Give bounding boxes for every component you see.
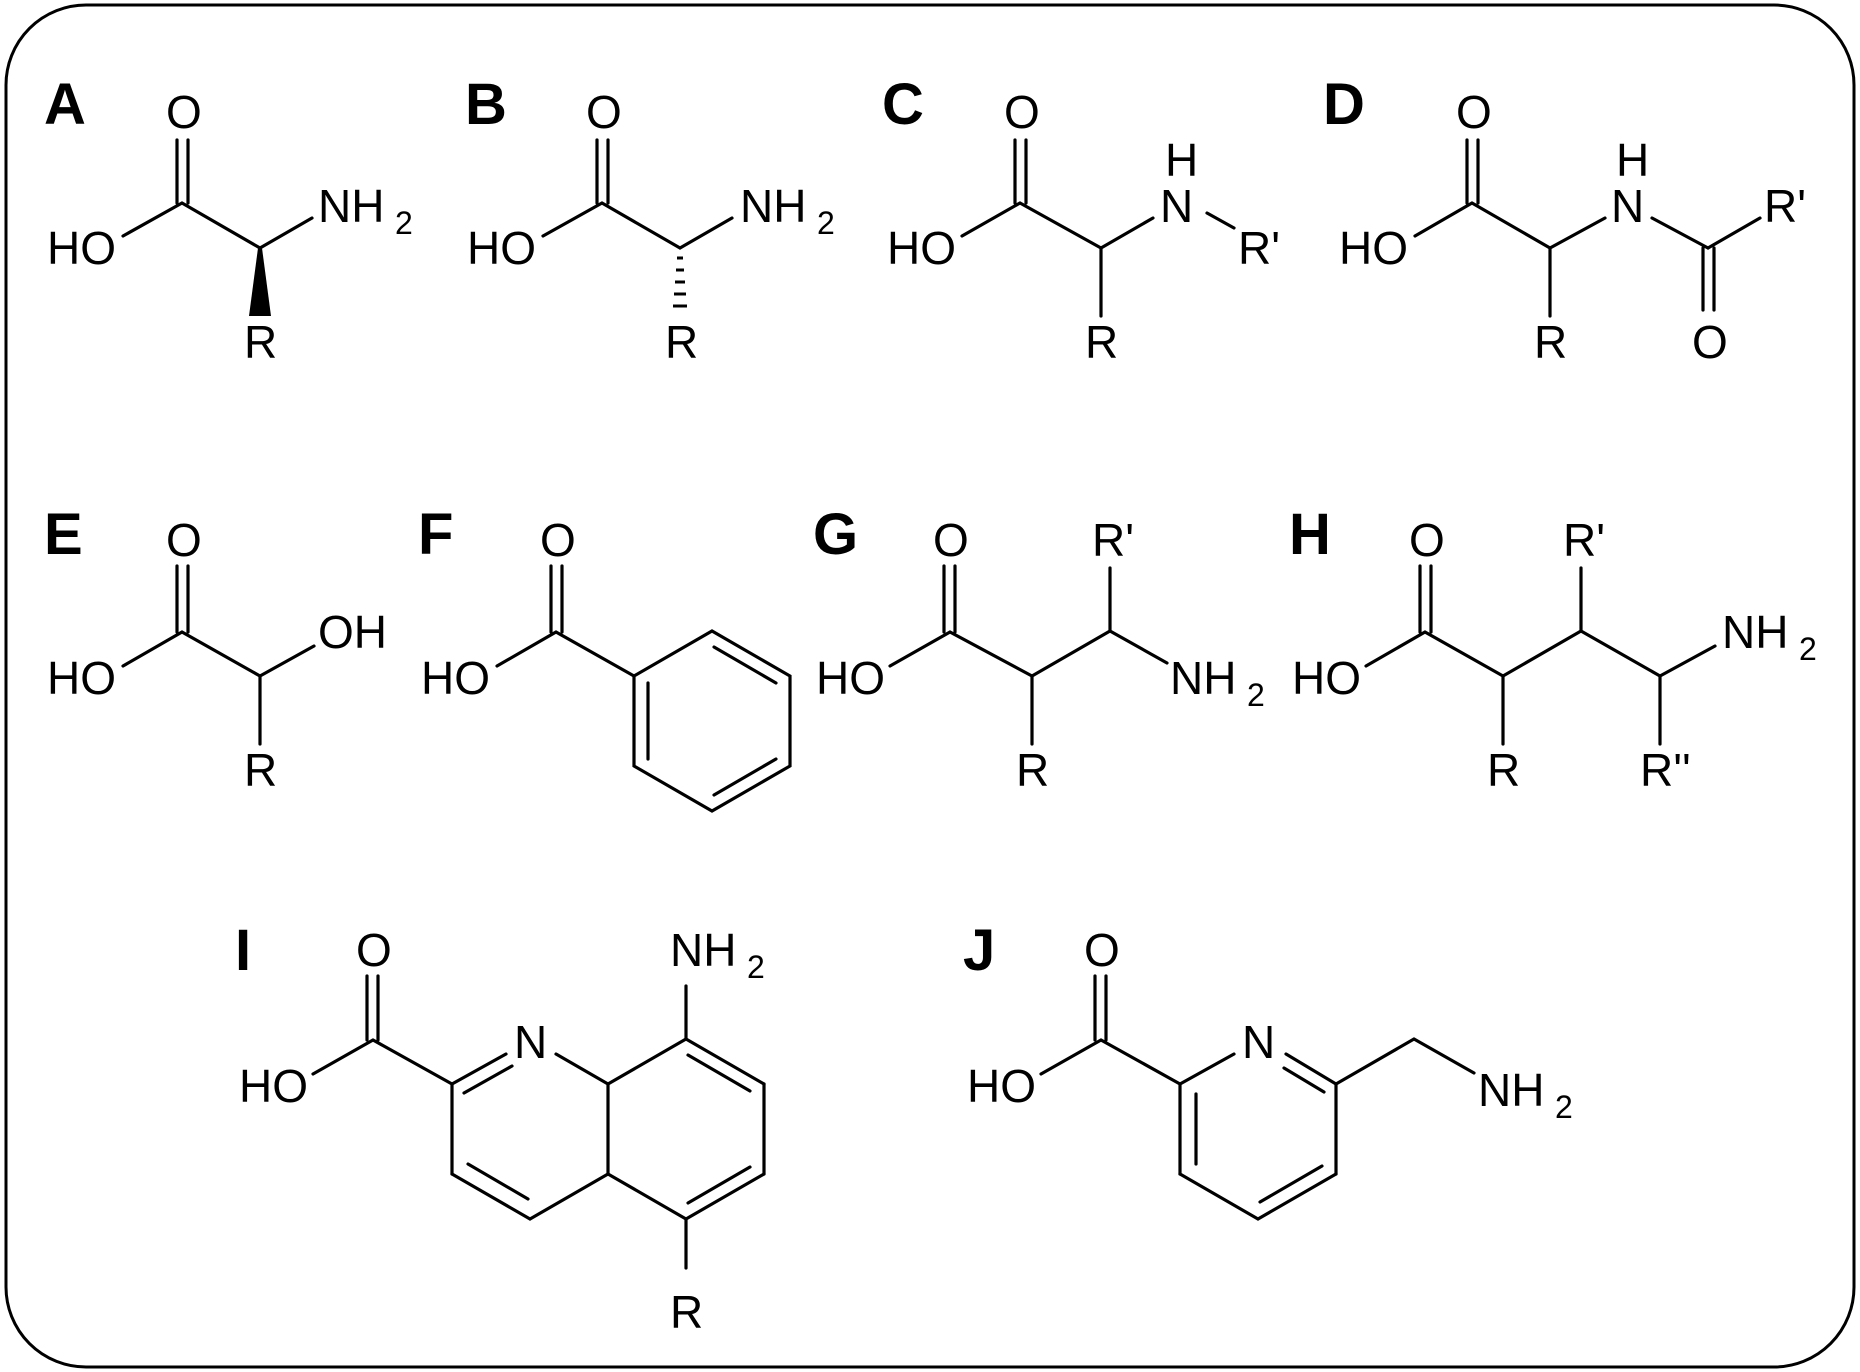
r-group-label: R <box>1016 744 1049 796</box>
r-group-label: R <box>1085 316 1118 368</box>
alcohol-label: OH <box>318 606 387 658</box>
hydroxyl-label: HO <box>816 652 885 704</box>
hydrogen-label: H <box>1616 134 1649 186</box>
panel-letter: G <box>813 502 858 567</box>
oxygen-label: O <box>1456 86 1492 138</box>
r-group-label: R <box>1534 316 1567 368</box>
hydroxyl-label: HO <box>467 222 536 274</box>
nitrogen-label: N <box>514 1016 547 1068</box>
amine-label: NH <box>318 180 384 232</box>
structure-c: C O HO H N R' R <box>882 72 1280 368</box>
r-group-label: R <box>244 744 277 796</box>
amine-label: NH <box>1170 652 1236 704</box>
subscript-label: 2 <box>1247 677 1265 713</box>
panel-letter: D <box>1323 72 1365 137</box>
benzene-ring <box>632 629 792 813</box>
amine-label: NH <box>1722 606 1788 658</box>
hydroxyl-label: HO <box>239 1060 308 1112</box>
structure-d: D O HO H N R' O R <box>1323 72 1806 368</box>
rounded-frame <box>4 3 1856 1369</box>
nitrogen-label: N <box>1160 180 1193 232</box>
hydroxyl-label: HO <box>421 652 490 704</box>
panel-letter: H <box>1289 502 1331 567</box>
subscript-label: 2 <box>817 205 835 241</box>
r-double-prime-label: R'' <box>1640 744 1691 796</box>
panel-letter: J <box>963 918 995 983</box>
oxygen-label: O <box>356 924 392 976</box>
subscript-label: 2 <box>1799 631 1817 667</box>
panel-letter: E <box>44 502 83 567</box>
structure-i: I O HO N NH 2 R <box>235 918 766 1338</box>
panel-letter: A <box>44 72 86 137</box>
r-group-label: R <box>665 316 698 368</box>
r-prime-label: R' <box>1563 514 1605 566</box>
structure-b: B O HO NH 2 R <box>465 72 835 368</box>
r-prime-label: R' <box>1238 222 1280 274</box>
hash-bond <box>673 256 687 308</box>
pyridine-ring <box>1178 1052 1338 1221</box>
subscript-label: 2 <box>395 205 413 241</box>
panel-letter: F <box>418 502 453 567</box>
oxygen-label: O <box>1004 86 1040 138</box>
oxygen-label: O <box>540 514 576 566</box>
structure-h: H O HO R' NH 2 R R'' <box>1289 502 1817 796</box>
hydroxyl-label: HO <box>887 222 956 274</box>
structure-a: A O HO NH 2 R <box>44 72 413 368</box>
amine-label: NH <box>1478 1064 1544 1116</box>
panel-letter: C <box>882 72 924 137</box>
r-group-label: R <box>670 1286 703 1338</box>
r-group-label: R <box>244 316 277 368</box>
oxygen-label: O <box>586 86 622 138</box>
nitrogen-label: N <box>1611 180 1644 232</box>
panel-letter: I <box>235 918 251 983</box>
panel-letter: B <box>465 72 507 137</box>
wedge-bond <box>249 248 271 316</box>
oxygen-label: O <box>166 514 202 566</box>
hydroxyl-label: HO <box>47 222 116 274</box>
oxygen-label: O <box>166 86 202 138</box>
amine-label: NH <box>670 924 736 976</box>
structure-e: E O HO OH R <box>44 502 387 796</box>
hydrogen-label: H <box>1165 134 1198 186</box>
subscript-label: 2 <box>747 949 765 985</box>
hydroxyl-label: HO <box>967 1060 1036 1112</box>
structure-j: J O HO N NH 2 <box>963 918 1573 1221</box>
structure-g: G O HO R' NH 2 R <box>813 502 1265 796</box>
structure-f: F O HO <box>418 502 792 813</box>
oxygen-label: O <box>1409 514 1445 566</box>
hydroxyl-label: HO <box>1292 652 1361 704</box>
hydroxyl-label: HO <box>47 652 116 704</box>
subscript-label: 2 <box>1555 1089 1573 1125</box>
hydroxyl-label: HO <box>1339 222 1408 274</box>
amine-label: NH <box>740 180 806 232</box>
nitrogen-label: N <box>1242 1016 1275 1068</box>
r-group-label: R <box>1487 744 1520 796</box>
r-prime-label: R' <box>1092 514 1134 566</box>
r-prime-label: R' <box>1764 180 1806 232</box>
oxygen-label: O <box>933 514 969 566</box>
oxygen-label: O <box>1084 924 1120 976</box>
carbonyl-oxygen-label: O <box>1692 316 1728 368</box>
quinoline-ring <box>450 1037 766 1221</box>
